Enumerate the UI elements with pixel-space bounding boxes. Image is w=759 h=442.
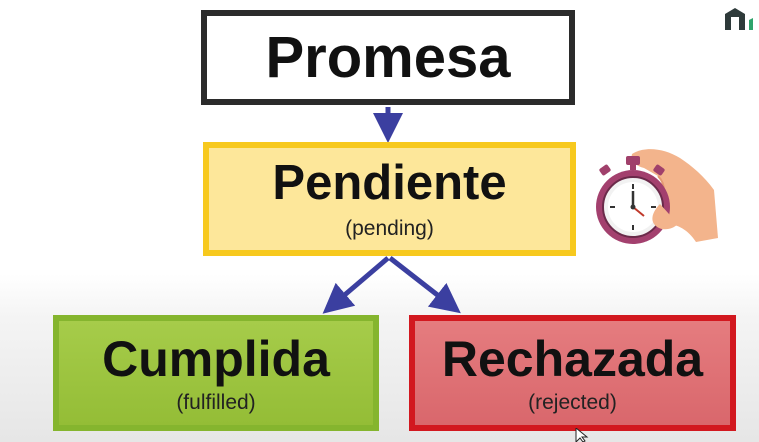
channel-logo-icon: [725, 8, 753, 30]
node-cumplida-title: Cumplida: [102, 330, 330, 387]
node-cumplida-subtitle: (fulfilled): [176, 390, 256, 414]
node-cumplida: Cumplida (fulfilled): [53, 315, 379, 431]
arrow-pendiente-to-rechazada: [388, 256, 461, 314]
arrow-pendiente-to-cumplida: [322, 256, 390, 314]
node-rechazada: Rechazada (rejected): [409, 315, 736, 431]
node-promesa: Promesa: [201, 10, 575, 105]
node-rechazada-subtitle: (rejected): [528, 390, 617, 414]
mouse-cursor-icon: [575, 428, 589, 442]
stopwatch-icon: [596, 149, 718, 244]
node-pendiente-title: Pendiente: [272, 156, 507, 210]
node-pendiente-subtitle: (pending): [345, 217, 434, 240]
node-rechazada-title: Rechazada: [441, 330, 704, 387]
node-pendiente: Pendiente (pending): [203, 142, 576, 256]
node-promesa-title: Promesa: [265, 24, 511, 90]
